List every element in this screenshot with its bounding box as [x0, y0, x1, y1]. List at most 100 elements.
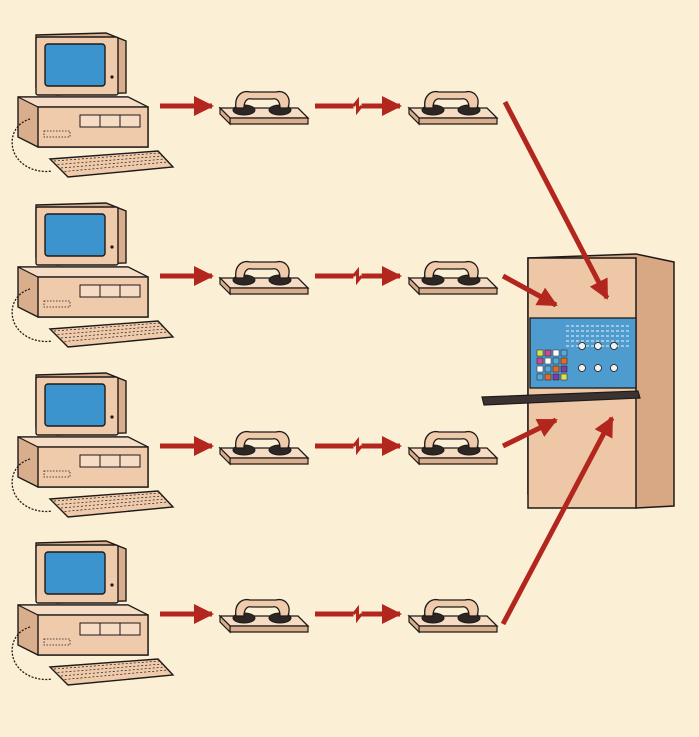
keyboard-key-row — [53, 492, 161, 502]
monitor-screen — [44, 43, 106, 87]
keyboard-cable — [11, 118, 53, 173]
keyboard-key-row — [60, 158, 166, 169]
panel-button — [552, 373, 560, 381]
keyboard-cable — [11, 288, 53, 343]
coupler-base-side — [219, 106, 231, 126]
vent-grille — [43, 470, 71, 478]
panel-button — [560, 373, 568, 381]
link-to-mainframe-4 — [500, 416, 615, 626]
keyboard-key-row — [57, 155, 163, 165]
keyboard-key-row — [57, 325, 163, 335]
keyboard-key-row — [64, 331, 168, 342]
vent-grille — [43, 130, 71, 138]
keyboard-key-row — [60, 498, 166, 509]
keyboard-key-row — [64, 669, 168, 680]
panel-button — [544, 373, 552, 381]
keyboard-key-row — [53, 322, 161, 332]
link-phone-to-phone-break — [352, 604, 363, 624]
acoustic-coupler-telephone-icon — [407, 260, 499, 296]
monitor-screen — [44, 213, 106, 257]
panel-button — [544, 357, 552, 365]
personal-computer-icon — [11, 32, 175, 178]
system-unit-top — [17, 436, 149, 448]
workstation-row-3 — [11, 372, 499, 518]
coupler-base-front — [418, 117, 498, 125]
telephone-handset — [235, 598, 290, 617]
link-to-mainframe-3 — [501, 417, 558, 449]
acoustic-coupler-telephone-icon — [218, 430, 310, 466]
panel-button — [544, 349, 552, 357]
keyboard-key-row — [60, 328, 166, 339]
coupler-base-front — [229, 117, 309, 125]
disk-drive-bays — [79, 114, 141, 128]
coupler-base-side — [408, 614, 420, 634]
acoustic-coupler-telephone-icon — [218, 260, 310, 296]
keyboard-key-row — [60, 666, 166, 677]
workstation-rows — [11, 32, 499, 686]
personal-computer-icon — [11, 540, 175, 686]
power-led — [110, 245, 114, 249]
panel-button — [552, 357, 560, 365]
system-unit-top — [17, 266, 149, 278]
disk-drive-bays — [79, 284, 141, 298]
keyboard-key-row — [53, 152, 161, 162]
coupler-base-side — [219, 446, 231, 466]
keyboard-key-row — [64, 161, 168, 172]
disk-drive-bays — [79, 454, 141, 468]
coupler-base-side — [219, 276, 231, 296]
acoustic-coupler-telephone-icon — [407, 430, 499, 466]
coupler-base-side — [219, 614, 231, 634]
coupler-base-front — [229, 625, 309, 633]
link-phone-to-phone-break — [352, 266, 363, 286]
coupler-base-front — [418, 287, 498, 295]
keyboard-cable — [11, 626, 53, 681]
system-unit-top — [17, 96, 149, 108]
coupler-base-side — [408, 446, 420, 466]
coupler-base-front — [418, 625, 498, 633]
keyboard-key-row — [57, 663, 163, 673]
coupler-base-front — [418, 457, 498, 465]
telephone-handset — [235, 430, 290, 449]
monitor-screen — [44, 383, 106, 427]
console-shelf — [481, 390, 641, 406]
coupler-base-side — [408, 106, 420, 126]
link-to-mainframe-2 — [501, 273, 558, 308]
panel-button — [536, 373, 544, 381]
telephone-handset — [424, 90, 479, 109]
acoustic-coupler-telephone-icon — [218, 598, 310, 634]
vent-grille — [43, 300, 71, 308]
coupler-base-front — [229, 287, 309, 295]
power-led — [110, 583, 114, 587]
panel-button — [560, 365, 568, 373]
panel-dial — [610, 364, 618, 372]
panel-dial — [578, 364, 586, 372]
panel-button — [560, 349, 568, 357]
vent-grille — [43, 638, 71, 646]
panel-button — [560, 357, 568, 365]
personal-computer-icon — [11, 372, 175, 518]
disk-drive-bays — [79, 622, 141, 636]
link-phone-to-phone-break — [352, 96, 363, 116]
panel-button — [536, 349, 544, 357]
monitor-screen — [44, 551, 106, 595]
mainframe-link-arrows — [500, 100, 615, 626]
telephone-handset — [424, 598, 479, 617]
acoustic-coupler-telephone-icon — [218, 90, 310, 126]
telephone-handset — [424, 260, 479, 279]
workstation-row-4 — [11, 540, 499, 686]
workstation-row-2 — [11, 202, 499, 348]
panel-button — [552, 365, 560, 373]
system-unit-top — [17, 604, 149, 616]
keyboard-key-row — [53, 660, 161, 670]
coupler-base-front — [229, 457, 309, 465]
telephone-handset — [235, 90, 290, 109]
keyboard-cable — [11, 458, 53, 513]
acoustic-coupler-telephone-icon — [407, 598, 499, 634]
link-phone-to-phone-break — [352, 436, 363, 456]
panel-button — [552, 349, 560, 357]
link-to-mainframe-1 — [502, 100, 610, 300]
power-led — [110, 75, 114, 79]
panel-button — [536, 365, 544, 373]
telephone-handset — [424, 430, 479, 449]
